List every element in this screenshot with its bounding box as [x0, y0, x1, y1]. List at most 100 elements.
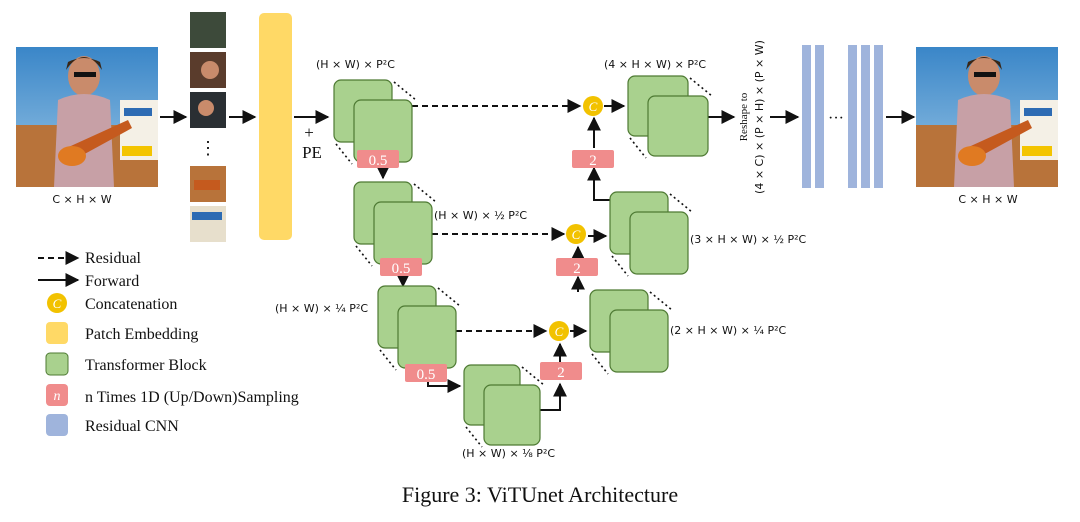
residual-cnn-stack — [802, 45, 883, 188]
svg-text:n: n — [54, 389, 61, 404]
output-image — [916, 47, 1058, 187]
input-image — [16, 47, 158, 187]
sampling-box — [405, 364, 447, 382]
legend-residual-cnn: Residual CNN — [46, 414, 179, 436]
encoder-block-1 — [333, 79, 417, 165]
stack-depth-dots — [413, 183, 437, 203]
upsample-1: 2 — [540, 362, 582, 381]
cnn-bar-2 — [815, 45, 824, 188]
transformer-block-front — [397, 305, 457, 369]
legend-concatenation: C Concatenation — [47, 293, 177, 313]
patches-ellipsis: ⋮ — [199, 138, 217, 158]
sampling-box — [540, 362, 582, 380]
legend-sampling: n n Times 1D (Up/Down)Sampling — [46, 384, 299, 406]
sampling-factor: 0.5 — [417, 367, 436, 383]
upsample-3: 2 — [572, 150, 614, 169]
concat-node-1: C — [583, 96, 603, 116]
output-size-label: C × H × W — [958, 193, 1017, 206]
stack-depth-dots — [437, 287, 461, 307]
stack-depth-dots — [335, 143, 353, 165]
sampling-box — [572, 150, 614, 168]
stack-depth-dots — [611, 255, 629, 277]
encoder-block-2 — [353, 181, 437, 267]
dim-decoder-2: (3 × H × W) × ½ P²C — [690, 233, 807, 246]
legend-residual: Residual — [38, 250, 142, 267]
legend-transformer-block: Transformer Block — [45, 352, 207, 376]
reshape-label-1: Reshape to — [738, 92, 750, 141]
downsample-3: 0.5 — [405, 364, 447, 383]
legend-forward-label: Forward — [85, 273, 139, 290]
concat-circle — [583, 96, 603, 116]
stack-depth-dots — [355, 245, 373, 267]
concat-circle — [549, 321, 569, 341]
sampling-factor: 0.5 — [369, 153, 388, 169]
sampling-swatch — [46, 384, 68, 406]
decoder-block-2 — [609, 191, 693, 277]
legend-residual-label: Residual — [85, 250, 142, 267]
patch-embedding-block — [259, 13, 292, 240]
sampling-box — [357, 150, 399, 168]
pe-plus: + — [304, 123, 314, 142]
dim-encoder-1: (H × W) × P²C — [316, 58, 395, 71]
sampling-factor: 0.5 — [392, 261, 411, 277]
transformer-block-front — [483, 384, 541, 446]
transformer-block-front — [647, 95, 709, 157]
concat-icon — [47, 293, 67, 313]
dim-encoder-3: (H × W) × ¼ P²C — [275, 302, 368, 315]
stack-depth-dots — [649, 291, 673, 311]
cnn-ellipsis: ··· — [828, 110, 844, 127]
cnn-bar-4 — [861, 45, 870, 188]
stack-depth-dots — [629, 137, 647, 159]
residual-arrows — [412, 99, 582, 338]
architecture-diagram: C × H × W ⋮ + PE — [16, 12, 1058, 460]
stack-depth-dots — [465, 426, 483, 448]
concat-symbol: C — [589, 99, 598, 114]
dim-decoder-3: (2 × H × W) × ¼ P²C — [670, 324, 787, 337]
sampling-factor: 2 — [573, 261, 581, 277]
concat-symbol: C — [572, 227, 581, 242]
legend-concat-label: Concatenation — [85, 296, 177, 313]
legend-cnn-label: Residual CNN — [85, 418, 179, 435]
pe-label: PE — [302, 143, 322, 162]
upsample-2: 2 — [556, 258, 598, 277]
stack-depth-dots — [379, 349, 397, 371]
stack-depth-dots — [669, 193, 693, 213]
sampling-box — [380, 258, 422, 276]
encoder-block-3 — [377, 285, 461, 371]
sampling-factor: 2 — [557, 365, 565, 381]
stack-depth-dots — [591, 353, 609, 375]
cnn-swatch — [46, 414, 68, 436]
concat-node-3: C — [549, 321, 569, 341]
concat-circle — [566, 224, 586, 244]
cnn-bar-5 — [874, 45, 883, 188]
dim-bottleneck: (H × W) × ⅛ P²C — [462, 447, 555, 460]
patch-strip — [190, 12, 226, 242]
patch-embedding-swatch — [46, 322, 68, 344]
arrow-up-1 — [540, 382, 567, 411]
decoder-block-1 — [627, 75, 713, 159]
legend-patch-label: Patch Embedding — [85, 326, 198, 343]
legend: Residual Forward C Concatenation Patch E… — [38, 250, 299, 436]
legend-patch-embedding: Patch Embedding — [46, 322, 198, 344]
legend-forward: Forward — [38, 273, 139, 290]
transformer-swatch — [45, 352, 69, 376]
transformer-block-front — [373, 201, 433, 265]
concat-node-2: C — [566, 224, 586, 244]
dim-decoder-1: (4 × H × W) × P²C — [604, 58, 706, 71]
reshape-label-2: (4 × C) × (P × H) × (P × W) — [753, 40, 766, 194]
concat-symbol: C — [555, 324, 564, 339]
downsample-1: 0.5 — [357, 150, 399, 169]
sampling-factor: 2 — [589, 153, 597, 169]
transformer-block-front — [609, 309, 669, 373]
legend-sampling-label: n Times 1D (Up/Down)Sampling — [85, 389, 299, 406]
legend-concat-symbol: C — [53, 296, 62, 311]
input-size-label: C × H × W — [52, 193, 111, 206]
stack-depth-dots — [689, 77, 713, 97]
arrow-up-3 — [587, 166, 610, 201]
stack-depth-dots — [393, 81, 417, 101]
transformer-block-front — [629, 211, 689, 275]
sampling-box — [556, 258, 598, 276]
decoder-block-3 — [589, 289, 673, 375]
downsample-2: 0.5 — [380, 258, 422, 277]
